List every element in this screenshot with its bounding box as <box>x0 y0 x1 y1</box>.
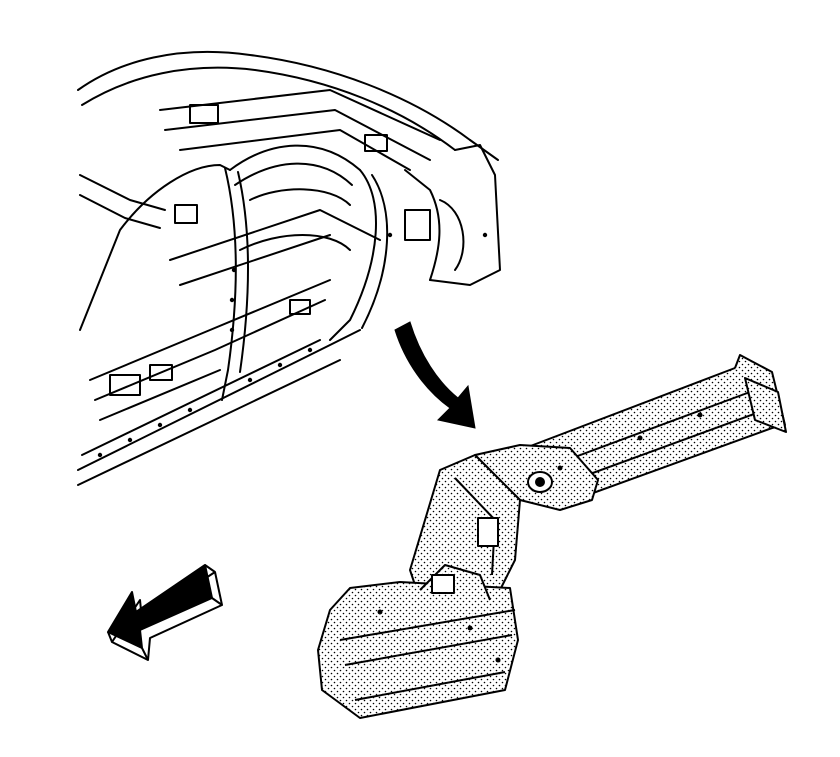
front-rail-assembly <box>317 354 787 719</box>
vehicle-body-shell <box>77 50 501 486</box>
vehicle-front-arrow <box>107 564 223 661</box>
install-direction-arrow <box>394 321 476 429</box>
